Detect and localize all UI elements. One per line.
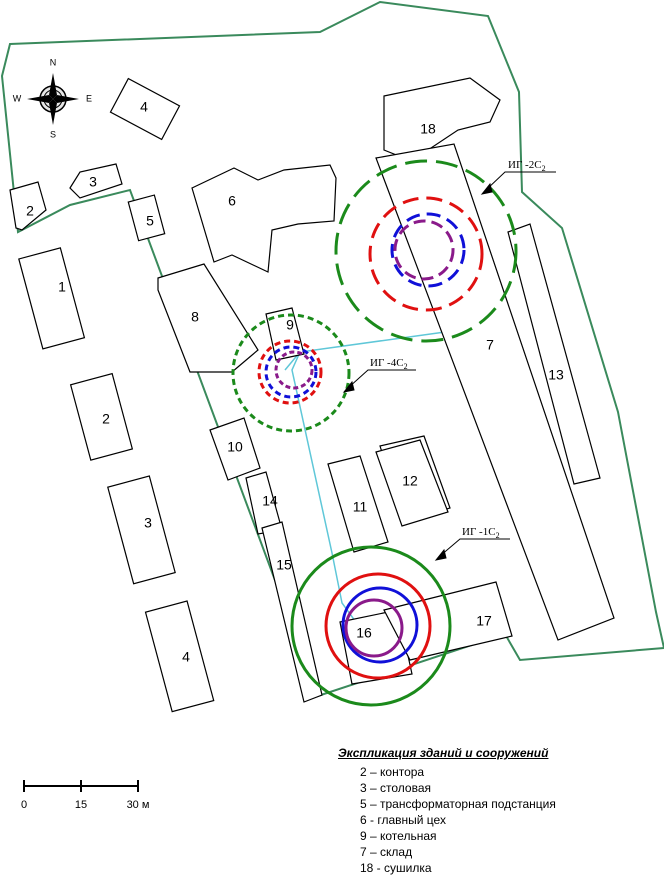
- building-3-left: [107, 475, 176, 585]
- building-11: [327, 455, 389, 553]
- building-13: [507, 223, 601, 485]
- building-6: [191, 164, 337, 273]
- legend-item: 6 - главный цех: [360, 813, 446, 827]
- hazard-zone-1: [290, 545, 452, 707]
- compass-w-label: W: [13, 93, 22, 103]
- label-building-1: 1: [58, 279, 66, 295]
- building-2-left: [69, 372, 134, 461]
- label-building-4-bottom: 4: [182, 649, 190, 665]
- legend-item: 18 - сушилка: [360, 861, 432, 875]
- legend-list: 2 – контора 3 – столовая 5 – трансформат…: [338, 764, 658, 876]
- label-building-18: 18: [420, 121, 436, 137]
- building-1: [18, 247, 86, 350]
- label-building-16: 16: [356, 625, 372, 641]
- label-building-13: 13: [548, 367, 564, 383]
- building-5: [127, 194, 166, 242]
- compass-e-label: E: [86, 93, 92, 103]
- label-building-6: 6: [228, 193, 236, 209]
- label-building-12: 12: [402, 473, 418, 489]
- building-18: [383, 77, 501, 159]
- building-12: [375, 439, 449, 527]
- legend-item: 3 – столовая: [360, 781, 432, 795]
- label-building-10: 10: [227, 439, 243, 455]
- building-3-small: [69, 163, 123, 199]
- label-building-3-small: 3: [89, 174, 97, 190]
- label-building-11: 11: [353, 499, 368, 515]
- compass-n-label: N: [50, 57, 57, 67]
- scale-tick-0: 0: [21, 799, 27, 811]
- compass-s-label: S: [50, 129, 56, 139]
- zone-label-1: ИГ -1С2: [462, 526, 500, 540]
- label-building-15: 15: [276, 557, 292, 573]
- building-4-top: [109, 77, 181, 141]
- buildings: [9, 77, 615, 713]
- building-2-small: [9, 181, 47, 231]
- label-building-2-small: 2: [26, 203, 34, 219]
- label-building-8: 8: [191, 309, 199, 325]
- scale-tick-30: 30 м: [127, 799, 150, 811]
- legend-item: 5 – трансформаторная подстанция: [360, 797, 556, 811]
- label-building-4-top: 4: [140, 99, 148, 115]
- site-boundary: [0, 0, 664, 698]
- legend-item: 7 – склад: [360, 845, 413, 859]
- building-7: [375, 143, 615, 641]
- building-labels: 1 2 2 3 3 4 4 5 6 7 8 9 10 11 12 13 14 1…: [26, 99, 564, 665]
- compass-north-arrow-icon: [49, 73, 57, 99]
- building-17: [383, 581, 513, 661]
- scale-tick-15: 15: [75, 799, 87, 811]
- label-building-5: 5: [146, 213, 154, 229]
- label-building-9: 9: [286, 317, 294, 333]
- compass-south-arrow-icon: [49, 99, 57, 125]
- building-4-bottom: [144, 600, 215, 713]
- zone-leaders: [342, 171, 556, 561]
- label-building-3-left: 3: [144, 515, 152, 531]
- zone-label-2: ИГ -2С2: [508, 159, 546, 173]
- compass-rose: N S W E: [13, 57, 92, 139]
- label-building-7: 7: [486, 337, 494, 353]
- label-building-14: 14: [262, 493, 278, 509]
- legend-item: 9 – котельная: [360, 829, 437, 843]
- legend-title: Экспликация зданий и сооружений: [338, 746, 549, 760]
- compass-west-arrow-icon: [27, 95, 53, 103]
- scale-bar: [23, 780, 139, 792]
- compass-east-arrow-icon: [53, 95, 79, 103]
- hazard-zone-4: [231, 313, 351, 433]
- zone-label-4: ИГ -4С2: [370, 357, 408, 371]
- label-building-2-left: 2: [102, 411, 110, 427]
- hazard-zone-2: [334, 159, 518, 343]
- building-10: [209, 417, 261, 481]
- legend-item: 2 – контора: [360, 765, 425, 779]
- building-8: [157, 263, 259, 373]
- label-building-17: 17: [476, 613, 492, 629]
- legend: Экспликация зданий и сооружений 2 – конт…: [338, 746, 658, 876]
